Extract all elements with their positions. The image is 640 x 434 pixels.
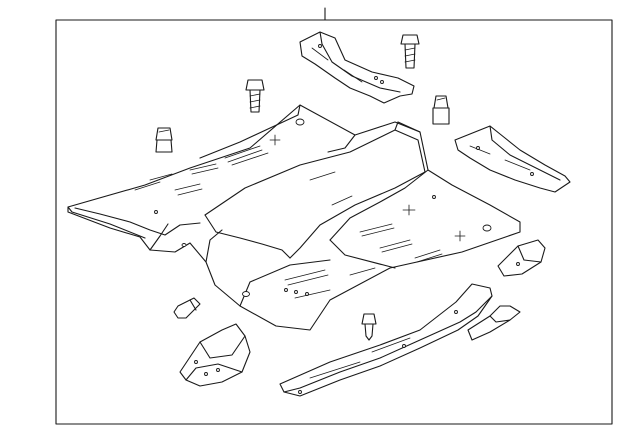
bolt-icon[interactable] (155, 127, 173, 153)
floor-pan-icon[interactable] (67, 104, 521, 331)
plug-icon[interactable] (361, 313, 377, 341)
plug-icon[interactable] (173, 297, 201, 319)
rail-icon[interactable] (279, 283, 493, 397)
diagram-frame (55, 19, 613, 425)
bolt-icon[interactable] (245, 79, 265, 113)
bracket-icon[interactable] (179, 323, 251, 387)
bracket-icon[interactable] (497, 239, 546, 277)
strip-icon[interactable] (467, 305, 521, 341)
bolt-icon[interactable] (400, 34, 420, 69)
bolt-icon[interactable] (432, 95, 450, 125)
bracket-icon[interactable] (299, 31, 415, 104)
bracket-icon[interactable] (454, 125, 571, 193)
